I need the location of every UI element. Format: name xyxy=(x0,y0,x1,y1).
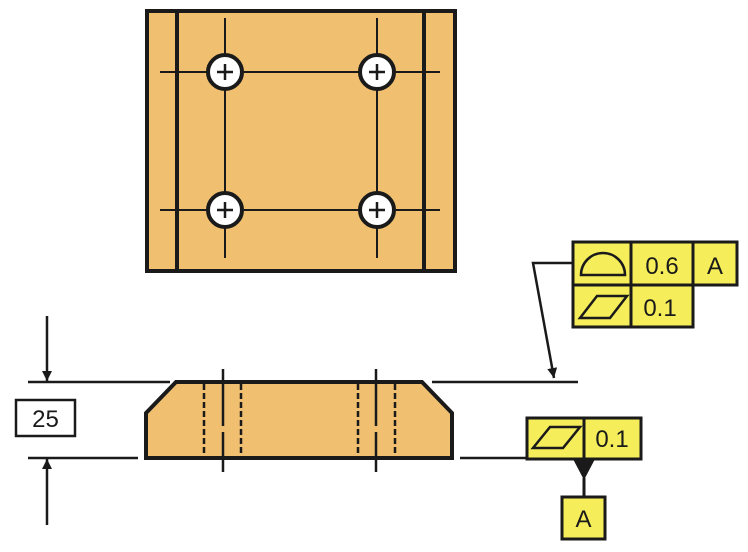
dimension-value: 25 xyxy=(32,406,59,433)
dimension-box xyxy=(14,398,77,438)
side-view xyxy=(144,369,454,472)
leader-line xyxy=(531,261,573,379)
side-centerlines xyxy=(221,369,378,472)
datum-box xyxy=(560,495,607,541)
datum-label: A xyxy=(575,506,591,533)
flatness-tolerance: 0.1 xyxy=(595,426,628,453)
hole xyxy=(206,191,244,229)
datum-triangle-icon xyxy=(573,459,595,480)
top-view xyxy=(145,9,457,273)
hole xyxy=(358,53,396,91)
flatness-icon xyxy=(577,294,630,320)
hidden-lines xyxy=(202,384,397,456)
hole xyxy=(358,191,396,229)
hole xyxy=(206,53,244,91)
profile-datum: A xyxy=(707,253,723,280)
feature-control-frame-top: 0.6 A 0.1 xyxy=(531,240,739,379)
plate-side-view xyxy=(144,380,454,460)
profile-of-a-surface-icon xyxy=(579,251,627,277)
feature-control-frame-bottom: 0.1 A xyxy=(525,416,643,541)
thickness-dimension xyxy=(28,316,578,525)
plate-top-view xyxy=(145,9,457,273)
profile-tolerance: 0.6 xyxy=(645,253,678,280)
flatness-icon xyxy=(530,425,583,450)
flatness-tolerance: 0.1 xyxy=(643,295,676,322)
